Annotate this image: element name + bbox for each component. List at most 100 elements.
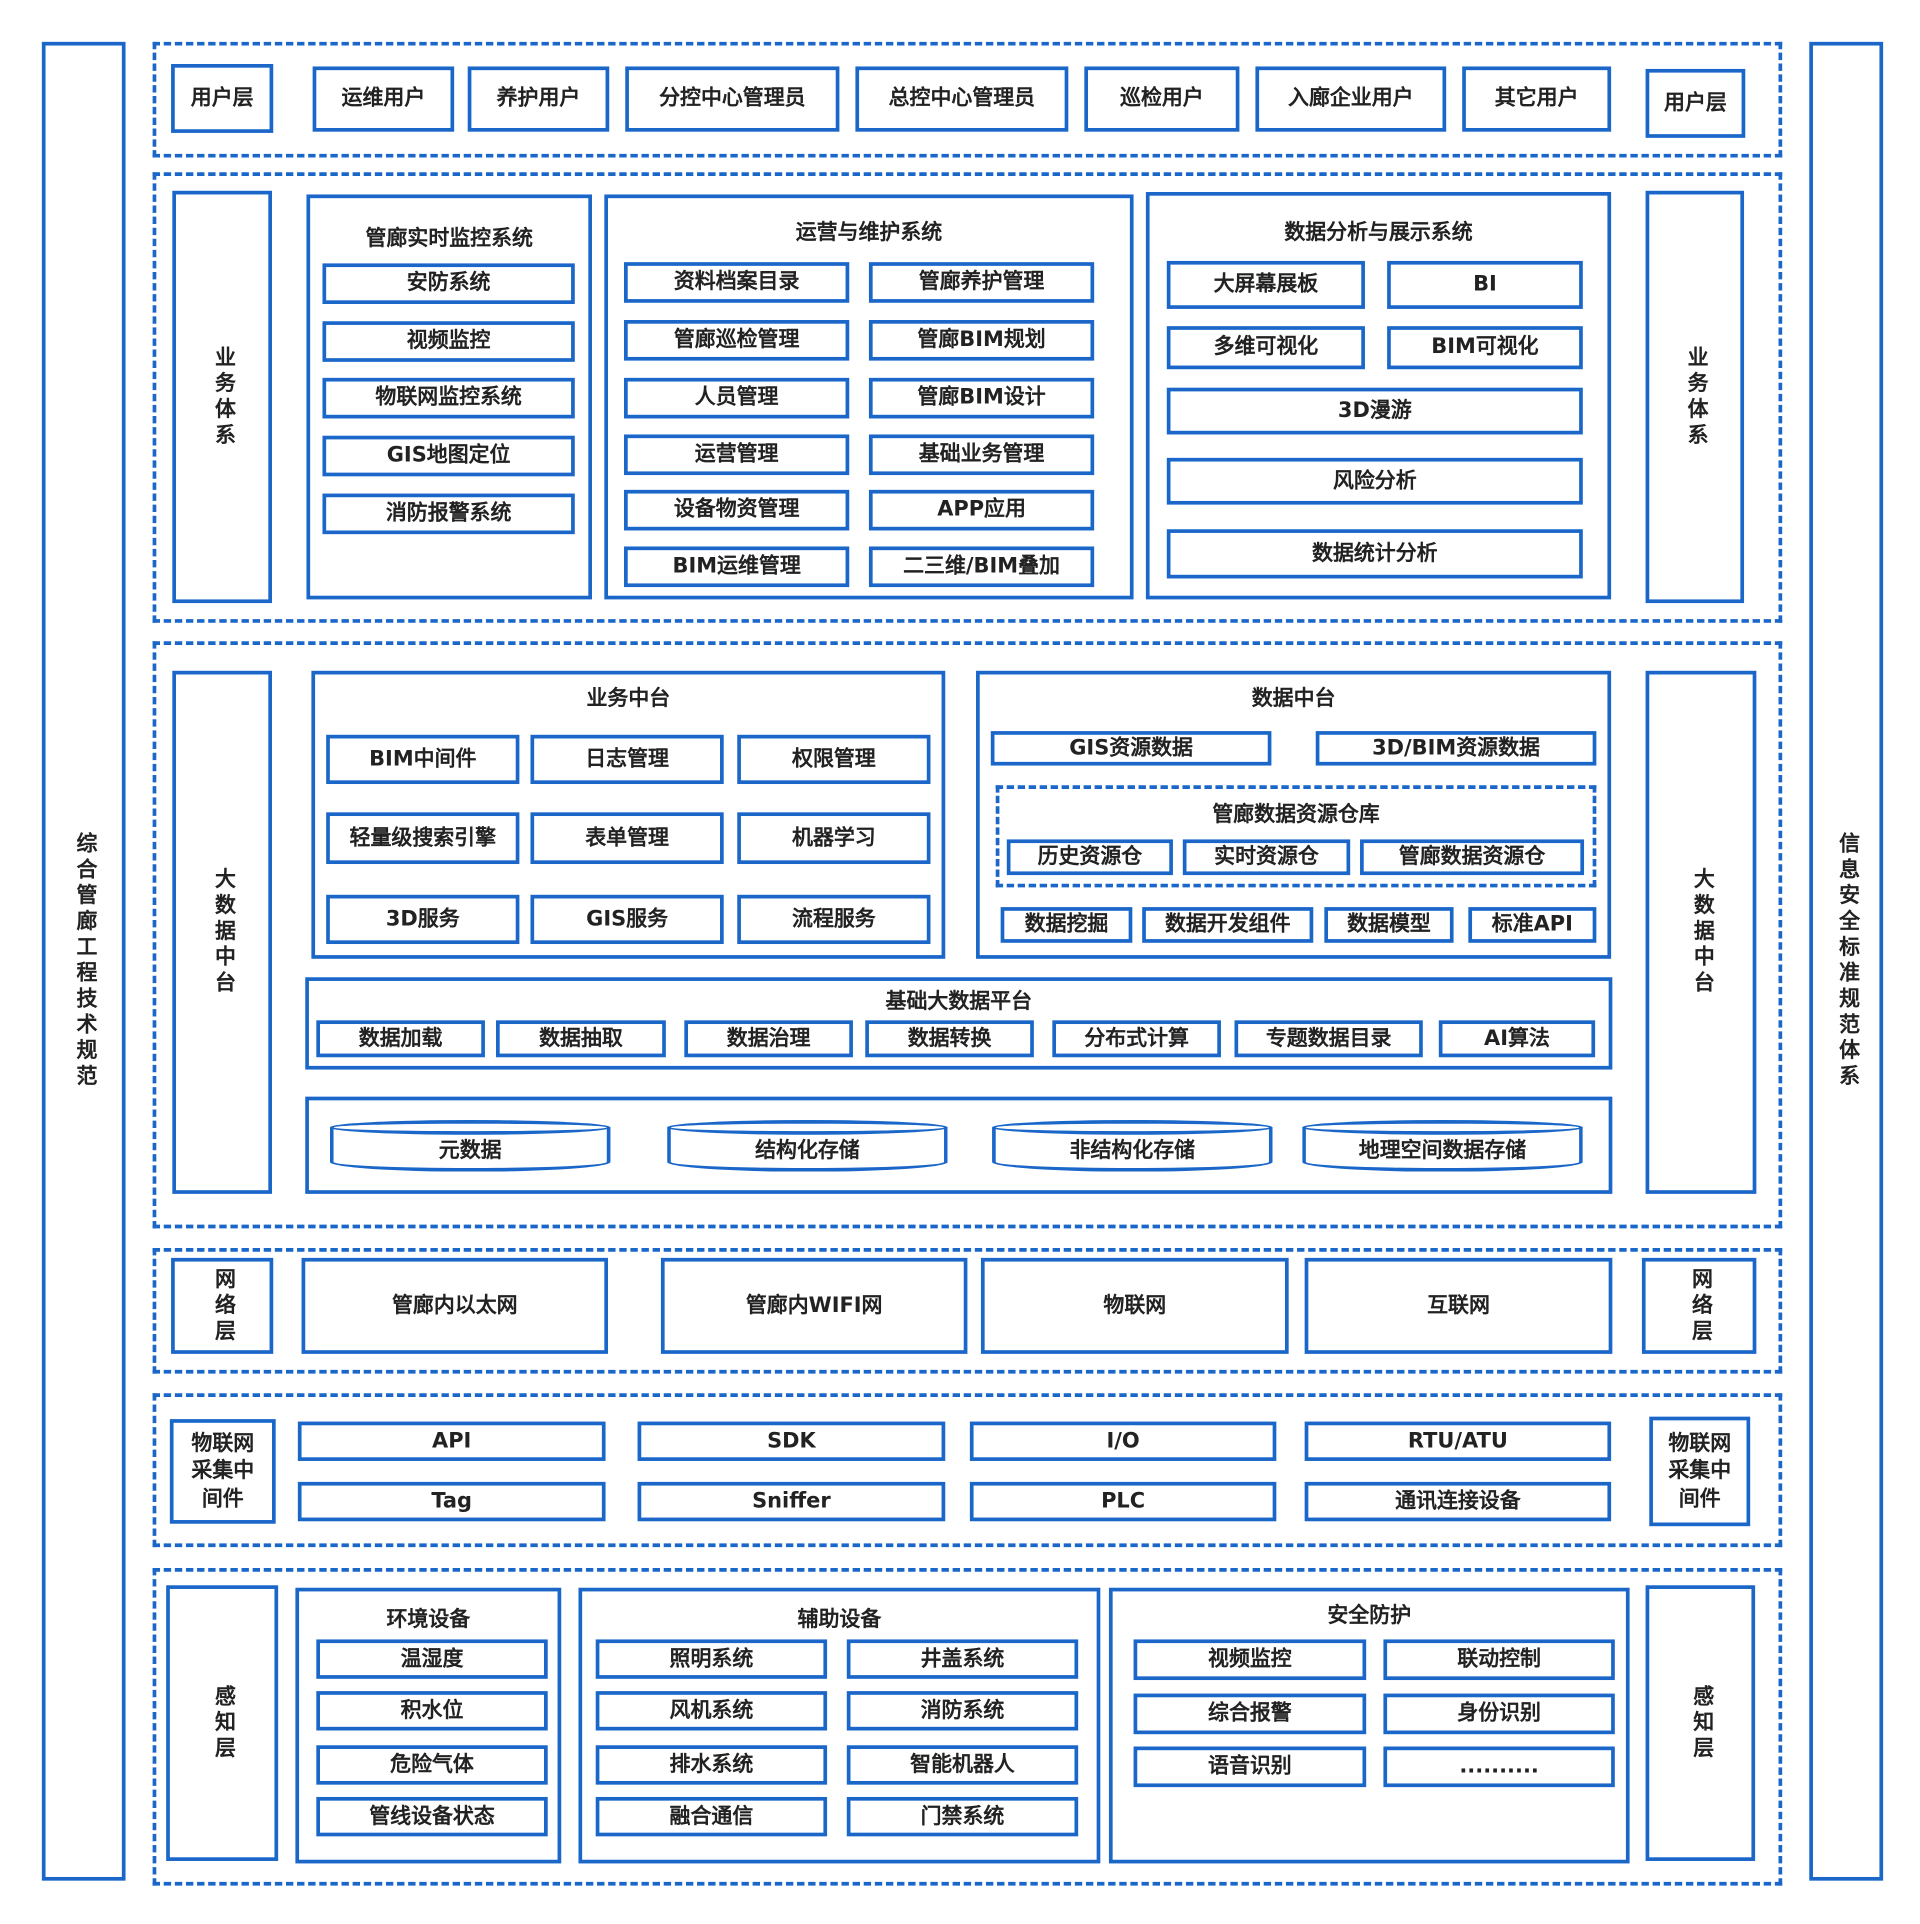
panel-title: 数据中台 (1251, 686, 1336, 711)
module-box: 视频监控 (1133, 1639, 1367, 1681)
module-box: 井盖系统 (846, 1639, 1079, 1679)
business-layer-label: 业务体系 (1645, 190, 1745, 604)
module-box: 危险气体 (316, 1745, 548, 1785)
storage-cylinder: 非结构化存储 (992, 1120, 1273, 1172)
module-box: 通讯连接设备 (1304, 1481, 1612, 1522)
iot-layer-label: 物联网采集中间件 (1649, 1416, 1751, 1527)
module-box: 门禁系统 (846, 1796, 1079, 1837)
module-box: 流程服务 (737, 894, 931, 945)
storage-label: 元数据 (438, 1138, 502, 1164)
panel-title: 安全防护 (1327, 1603, 1412, 1628)
network-box: 物联网 (980, 1257, 1289, 1354)
user-type-box: 总控中心管理员 (855, 66, 1069, 132)
module-box: BIM运维管理 (624, 546, 850, 588)
module-box: 资料档案目录 (624, 262, 850, 303)
storage-cylinder: 结构化存储 (667, 1120, 948, 1172)
module-box: 照明系统 (595, 1639, 828, 1679)
module-box: 融合通信 (595, 1796, 828, 1837)
layer-section-0 (152, 41, 1783, 158)
business-layer-label: 业务体系 (172, 190, 273, 604)
module-box: 数据转换 (865, 1020, 1034, 1058)
module-box: 多维可视化 (1166, 326, 1365, 370)
panel-title: 基础大数据平台 (885, 989, 1033, 1015)
layer-section-4 (152, 1393, 1783, 1548)
panel-title: 管廊数据资源仓库 (1212, 801, 1380, 827)
module-box: 身份识别 (1383, 1693, 1615, 1735)
module-box: RTU/ATU (1304, 1421, 1612, 1461)
module-box: 运营管理 (624, 434, 850, 476)
module-box: 实时资源仓 (1182, 839, 1351, 876)
bigdata-layer-label: 大数据中台 (172, 670, 273, 1194)
module-box: 风机系统 (595, 1691, 828, 1731)
layer-section-1 (152, 172, 1783, 623)
perception-layer-label: 感知层 (1645, 1585, 1756, 1861)
panel-title: 运营与维护系统 (795, 220, 943, 245)
module-box: 排水系统 (595, 1745, 828, 1785)
module-box: 大屏幕展板 (1166, 260, 1365, 309)
network-box: 管廊内以太网 (301, 1257, 609, 1354)
module-box: I/O (969, 1421, 1277, 1461)
module-box: 3D/BIM资源数据 (1315, 731, 1597, 766)
panel-title: 环境设备 (386, 1606, 471, 1632)
module-box: 日志管理 (530, 734, 724, 785)
module-box: 积水位 (316, 1691, 548, 1731)
module-box: 3D漫游 (1166, 387, 1583, 435)
module-box: 数据模型 (1324, 907, 1454, 943)
module-box: 安防系统 (322, 263, 575, 305)
module-box: 管廊数据资源仓 (1360, 839, 1585, 876)
module-box: Tag (297, 1481, 606, 1522)
module-box: 轻量级搜索引擎 (326, 812, 520, 865)
user-type-box: 巡检用户 (1084, 66, 1240, 132)
module-box: 管廊BIM规划 (868, 320, 1095, 361)
storage-cylinder: 地理空间数据存储 (1302, 1120, 1583, 1172)
module-box: 数据抽取 (496, 1020, 666, 1058)
module-box: 表单管理 (530, 812, 724, 865)
network-box: 互联网 (1304, 1257, 1613, 1354)
module-box: 视频监控 (322, 321, 575, 362)
user-layer-label: 用户层 (171, 64, 274, 133)
module-box: 温湿度 (316, 1639, 548, 1679)
module-box: BIM可视化 (1387, 326, 1583, 370)
storage-label: 非结构化存储 (1069, 1138, 1196, 1164)
module-box: GIS地图定位 (322, 435, 575, 477)
storage-label: 地理空间数据存储 (1358, 1138, 1527, 1164)
module-box: 数据治理 (684, 1020, 853, 1058)
module-box: 设备物资管理 (624, 489, 850, 531)
module-box: 二三维/BIM叠加 (868, 546, 1095, 588)
storage-cylinder: 元数据 (329, 1120, 611, 1172)
module-box: 数据挖掘 (1000, 907, 1133, 943)
storage-label: 结构化存储 (755, 1138, 860, 1164)
panel-title: 数据分析与展示系统 (1284, 220, 1473, 245)
module-box: 数据加载 (316, 1020, 485, 1058)
module-box: 管廊巡检管理 (624, 320, 850, 361)
user-type-box: 运维用户 (312, 66, 455, 132)
module-box: GIS服务 (530, 894, 724, 945)
module-box: 管廊养护管理 (868, 262, 1095, 303)
user-layer-label: 用户层 (1645, 68, 1746, 138)
module-box: 分布式计算 (1052, 1020, 1221, 1058)
panel-title: 辅助设备 (797, 1606, 882, 1632)
module-box: 物联网监控系统 (322, 377, 575, 419)
panel-title: 管廊实时监控系统 (365, 225, 533, 251)
module-box: 消防报警系统 (322, 493, 575, 535)
module-box: APP应用 (868, 489, 1095, 531)
user-type-box: 其它用户 (1462, 66, 1612, 132)
network-layer-label: 网络层 (171, 1257, 274, 1354)
module-box: 智能机器人 (846, 1745, 1079, 1785)
module-box: .......... (1383, 1746, 1615, 1788)
module-box: 管廊BIM设计 (868, 377, 1095, 419)
module-box: 综合报警 (1133, 1693, 1367, 1735)
module-box: 历史资源仓 (1006, 839, 1173, 876)
module-box: 权限管理 (737, 734, 931, 785)
perception-layer-label: 感知层 (166, 1585, 279, 1861)
right-spec-bar: 信息安全标准规范体系 (1809, 41, 1884, 1881)
module-box: PLC (969, 1481, 1277, 1522)
module-box: 数据开发组件 (1142, 907, 1314, 943)
bigdata-layer-label: 大数据中台 (1645, 670, 1757, 1194)
module-box: 消防系统 (846, 1691, 1079, 1731)
network-box: 管廊内WIFI网 (660, 1257, 968, 1354)
module-box: 风险分析 (1166, 457, 1583, 505)
user-type-box: 入廊企业用户 (1255, 66, 1447, 132)
module-box: BIM中间件 (326, 734, 520, 785)
